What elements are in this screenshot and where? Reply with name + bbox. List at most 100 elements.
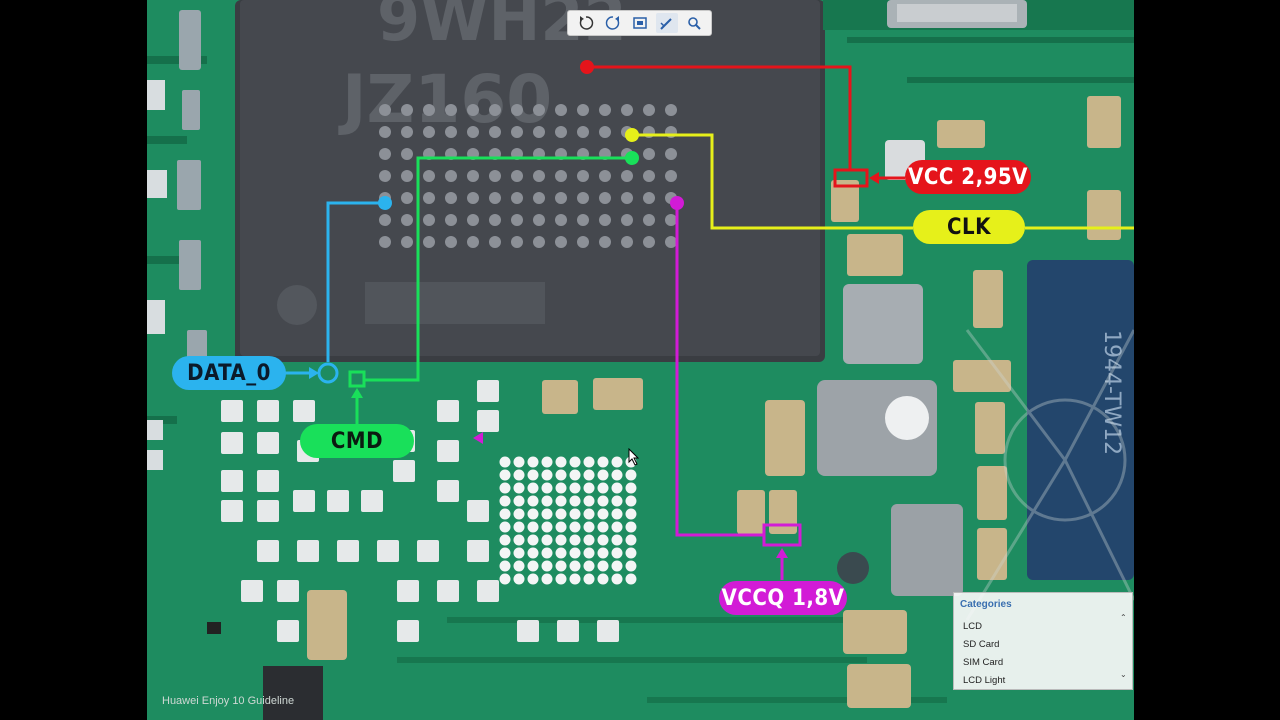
bga-pad <box>513 482 525 494</box>
chip-solder-ball <box>533 170 545 182</box>
board-pad <box>437 440 459 462</box>
chip-solder-ball <box>533 192 545 204</box>
bga-pad <box>611 534 623 546</box>
board-pad <box>257 500 279 522</box>
chip-solder-ball <box>533 126 545 138</box>
bga-pad <box>499 547 511 559</box>
bga-pad <box>625 482 637 494</box>
bga-pad <box>541 482 553 494</box>
fit-screen-icon[interactable] <box>629 13 651 33</box>
board-pad <box>293 490 315 512</box>
category-item[interactable]: SIM Card <box>963 657 1004 668</box>
chip-solder-ball <box>599 236 611 248</box>
zoom-icon[interactable] <box>683 13 705 33</box>
bga-pad <box>625 573 637 585</box>
bga-pad <box>513 534 525 546</box>
chip-solder-ball <box>445 170 457 182</box>
bga-pad <box>569 482 581 494</box>
chip-solder-ball <box>555 126 567 138</box>
bga-pad <box>527 456 539 468</box>
chip-solder-ball <box>665 170 677 182</box>
board-pad <box>517 620 539 642</box>
bga-pad <box>611 547 623 559</box>
category-item[interactable]: SD Card <box>963 639 1000 650</box>
bga-pad <box>499 534 511 546</box>
bga-pad <box>499 560 511 572</box>
chip-solder-ball <box>401 236 413 248</box>
draw-tool-icon[interactable] <box>655 13 678 33</box>
board-pad <box>257 540 279 562</box>
board-pad <box>241 580 263 602</box>
chip-solder-ball <box>379 214 391 226</box>
chip-solder-ball <box>401 192 413 204</box>
chip-solder-ball <box>379 236 391 248</box>
bga-pad <box>611 560 623 572</box>
bga-pad <box>625 495 637 507</box>
viewer-toolbar <box>567 10 712 36</box>
bga-pad <box>513 573 525 585</box>
bga-pad <box>527 560 539 572</box>
bga-pad <box>583 469 595 481</box>
bga-pad <box>597 508 609 520</box>
chip-marking-2: JZ160 <box>338 61 552 138</box>
board-image-viewer[interactable]: 9WH22 JZ160 <box>147 0 1134 720</box>
chip-solder-ball <box>665 214 677 226</box>
bga-pad <box>513 547 525 559</box>
chip-solder-ball <box>555 236 567 248</box>
chip-solder-ball <box>555 214 567 226</box>
bga-pad <box>555 573 567 585</box>
board-pad <box>277 620 299 642</box>
bga-pad <box>583 560 595 572</box>
chip-solder-ball <box>379 126 391 138</box>
chip-solder-ball <box>401 104 413 116</box>
categories-scrollbar[interactable]: ⌃ ⌄ <box>1120 613 1130 687</box>
bga-pad <box>583 456 595 468</box>
category-item[interactable]: LCD Light <box>963 675 1006 686</box>
board-pad <box>417 540 439 562</box>
bga-pad <box>527 495 539 507</box>
chip-solder-ball <box>621 236 633 248</box>
chip-solder-ball <box>423 214 435 226</box>
bga-pad <box>527 547 539 559</box>
chip-solder-ball <box>643 104 655 116</box>
bga-pad <box>527 469 539 481</box>
chip-solder-ball <box>665 104 677 116</box>
bga-pad <box>625 508 637 520</box>
chip-solder-ball <box>401 148 413 160</box>
chip-solder-ball <box>445 214 457 226</box>
board-pad <box>361 490 383 512</box>
bga-pad <box>597 495 609 507</box>
vccq-signal-label: VCCQ 1,8V <box>719 581 847 615</box>
bga-pad <box>499 456 511 468</box>
scroll-up-icon[interactable]: ⌃ <box>1120 613 1127 622</box>
bga-pad <box>527 482 539 494</box>
scroll-down-icon[interactable]: ⌄ <box>1120 670 1127 679</box>
chip-solder-ball <box>533 236 545 248</box>
board-pad <box>221 432 243 454</box>
chip-solder-ball <box>511 214 523 226</box>
bga-pad <box>541 573 553 585</box>
mouse-cursor-icon <box>628 448 640 466</box>
bga-pad <box>569 573 581 585</box>
bga-pad <box>513 469 525 481</box>
bga-pad <box>611 495 623 507</box>
chip-solder-ball <box>489 170 501 182</box>
board-pad <box>297 540 319 562</box>
bga-pad <box>611 521 623 533</box>
chip-solder-ball <box>555 192 567 204</box>
bga-pad <box>499 508 511 520</box>
bga-pad <box>611 482 623 494</box>
chip-solder-ball <box>599 192 611 204</box>
category-item[interactable]: LCD <box>963 621 983 632</box>
chip-solder-ball <box>423 236 435 248</box>
clk-signal-label: CLK <box>913 210 1025 244</box>
bga-pad <box>555 508 567 520</box>
rotate-right-icon[interactable] <box>602 13 624 33</box>
chip-solder-ball <box>599 126 611 138</box>
bga-pad <box>569 547 581 559</box>
chip-solder-ball <box>423 126 435 138</box>
rotate-left-icon[interactable] <box>575 13 597 33</box>
bga-pad <box>499 495 511 507</box>
bga-pad <box>541 456 553 468</box>
chip-solder-ball <box>621 214 633 226</box>
